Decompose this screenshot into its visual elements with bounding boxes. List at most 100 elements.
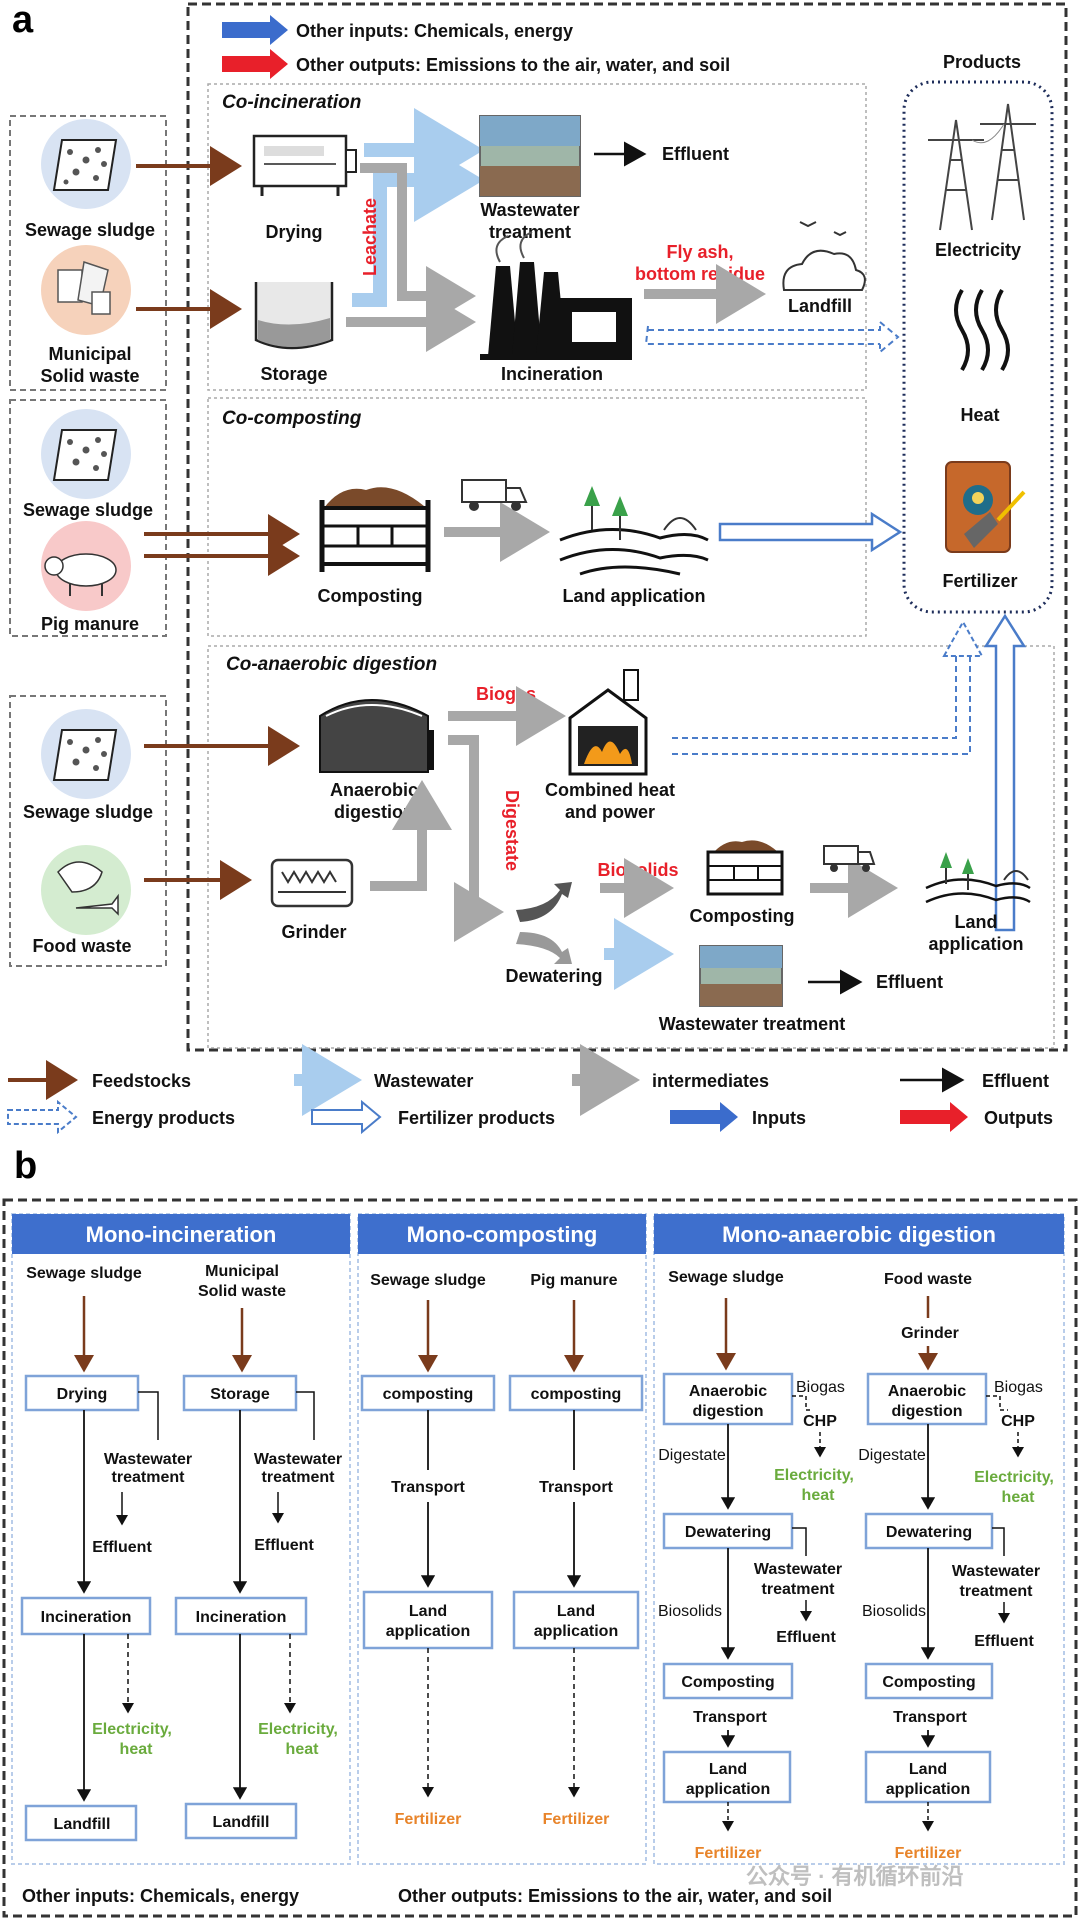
mad-fertilizer: Fertilizer <box>695 1845 762 1862</box>
intermediate-arrow <box>370 780 452 891</box>
mi-landfill2-label: Landfill <box>213 1814 270 1831</box>
wastewater-tank-icon <box>479 115 581 197</box>
energy-dashed-arrow <box>672 656 971 755</box>
sewage-sludge-icon <box>41 709 131 799</box>
sewage-sludge-icon <box>41 409 131 499</box>
mad-wwt-1: Wastewater <box>754 1561 842 1578</box>
mad-biogas2: Biogas <box>994 1379 1043 1396</box>
wastewater-tank-icon <box>699 945 783 1007</box>
mono-ad-header <box>654 1214 1064 1254</box>
mad-eh-2: heat <box>802 1487 836 1504</box>
ad-wwt-label: Wastewater treatment <box>659 1014 845 1034</box>
leachate-label: Leachate <box>360 198 380 276</box>
mono-incineration-title: Mono-incineration <box>86 1222 277 1247</box>
mc-land-1: Land <box>409 1603 447 1620</box>
mad-land2-1: Land <box>909 1761 947 1778</box>
mi-storage-label: Storage <box>210 1386 270 1403</box>
mad-ad2-box <box>866 1372 988 1426</box>
panel-a-letter: a <box>12 0 34 41</box>
watermark: 公众号 · 有机循环前沿 <box>746 1864 964 1889</box>
mad-land2-2: application <box>886 1781 970 1798</box>
mc-composting-box <box>360 1374 496 1412</box>
co-incineration-title: Co-incineration <box>222 92 361 113</box>
mad-eh2-1: Electricity, <box>974 1469 1054 1486</box>
mi-landfill2-box <box>184 1802 298 1840</box>
mad-land-box <box>662 1750 792 1804</box>
digestate-label: Digestate <box>502 790 522 871</box>
mi-eh2-1: Electricity, <box>258 1721 338 1738</box>
mad-eh2-2: heat <box>1002 1489 1036 1506</box>
legend-effluent: Effluent <box>982 1071 1049 1091</box>
biogas-line <box>986 1395 1008 1411</box>
co-ad-title: Co-anaerobic digestion <box>226 654 437 675</box>
mad-dewatering2-box <box>864 1512 994 1550</box>
mc-land-2: application <box>386 1623 470 1640</box>
flyash-label-2: bottom residue <box>635 264 765 284</box>
mad-ad2-1: Anaerobic <box>888 1383 966 1400</box>
mc-col2-source: Pig manure <box>530 1272 617 1289</box>
mad-dewatering-box <box>662 1512 794 1550</box>
mi-wwt2-2: treatment <box>262 1469 336 1486</box>
electricity-label: Electricity <box>935 240 1021 260</box>
flyash-label-1: Fly ash, <box>666 242 733 262</box>
mad-eh-1: Electricity, <box>774 1467 854 1484</box>
legend-fertilizer-arrow <box>311 1099 382 1135</box>
mi-effluent2: Effluent <box>254 1537 314 1554</box>
panel-b-letter: b <box>14 1145 37 1187</box>
mad-wwt2-1: Wastewater <box>952 1563 1040 1580</box>
mi-landfill-box <box>24 1804 138 1842</box>
legend-intermediates: intermediates <box>652 1071 769 1091</box>
anaerobic-digester-icon <box>319 699 434 773</box>
biogas-label: Biogas <box>476 684 536 704</box>
mad-fertilizer2: Fertilizer <box>895 1845 962 1862</box>
landfill-label: Landfill <box>788 296 852 316</box>
chp-label-2: and power <box>565 802 655 822</box>
mc-land2-2: application <box>534 1623 618 1640</box>
feedstock-label-sludge-1: Sewage sludge <box>25 220 155 240</box>
ad-effluent-label: Effluent <box>876 972 943 992</box>
legend-energy-arrow <box>7 1099 78 1135</box>
pig-icon <box>41 521 131 611</box>
intermediate-arrow <box>448 735 504 942</box>
mad-biosolids: Biosolids <box>658 1603 722 1620</box>
mc-fertilizer: Fertilizer <box>395 1811 462 1828</box>
legend-wastewater: Wastewater <box>374 1071 473 1091</box>
mono-composting-panel <box>357 1213 647 1865</box>
mad-composting2-box <box>864 1662 994 1700</box>
mad-transport2: Transport <box>893 1709 967 1726</box>
mc-land2-box <box>512 1590 640 1650</box>
products-box <box>902 80 1054 614</box>
leachate-arrow <box>352 138 484 307</box>
co-composting-title: Co-composting <box>222 408 362 429</box>
heat-label: Heat <box>960 405 999 425</box>
mad-composting-box <box>662 1662 794 1700</box>
mc-transport: Transport <box>391 1479 465 1496</box>
mad-land-2: application <box>686 1781 770 1798</box>
mc-transport2: Transport <box>539 1479 613 1496</box>
mad-land-1: Land <box>709 1761 747 1778</box>
food-waste-icon <box>41 845 131 935</box>
mad-effluent: Effluent <box>776 1629 836 1646</box>
mc-fertilizer2: Fertilizer <box>543 1811 610 1828</box>
legend-outputs: Outputs <box>984 1108 1053 1128</box>
feedstock-box-incineration <box>9 115 167 391</box>
mad-biosolids2: Biosolids <box>862 1603 926 1620</box>
grinder-label: Grinder <box>281 922 346 942</box>
composting-bin-icon <box>706 840 784 896</box>
legend-feedstocks: Feedstocks <box>92 1071 191 1091</box>
composting-label: Composting <box>318 586 423 606</box>
mad-composting: Composting <box>681 1674 774 1691</box>
ad-land-label-1: Land <box>955 912 998 932</box>
biosolids-label: Biosolids <box>597 860 678 880</box>
mad-digestate2: Digestate <box>858 1447 926 1464</box>
footer-inputs: Other inputs: Chemicals, energy <box>22 1886 299 1906</box>
branch-line <box>792 1527 807 1556</box>
mad-ad-box <box>662 1372 794 1426</box>
ad-label-2: digestion <box>334 802 414 822</box>
mad-digestate: Digestate <box>658 1447 726 1464</box>
feedstock-box-composting <box>9 399 167 637</box>
mi-eh-1: Electricity, <box>92 1721 172 1738</box>
products-title: Products <box>943 52 1021 72</box>
landfill-cloud-icon <box>782 221 866 291</box>
panel-a-frame <box>186 2 1068 1052</box>
